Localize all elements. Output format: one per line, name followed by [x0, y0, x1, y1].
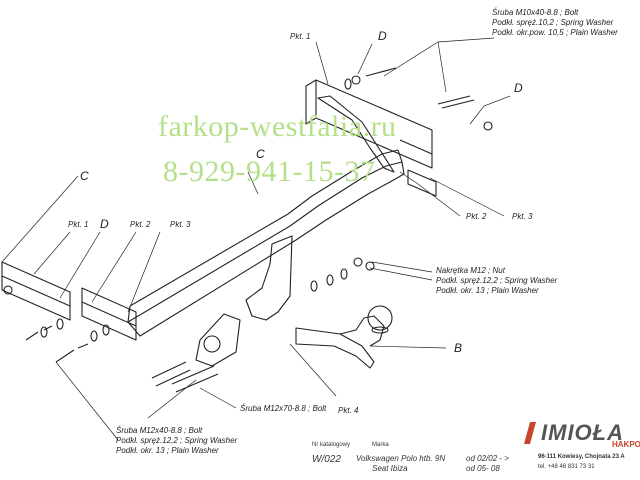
left-bracket-outer	[1, 261, 71, 307]
company-address: 96-111 Kowiesy, Chojnata 23 A	[538, 454, 625, 460]
pkt4-label: Pkt. 4	[338, 406, 359, 415]
nut-line1: Nakrętka M12 ; Nut	[436, 266, 505, 275]
right-arm	[317, 95, 395, 173]
pkt2-left-label: Pkt. 2	[130, 220, 151, 229]
ball-neck	[295, 327, 375, 369]
letter-d-left: D	[100, 217, 109, 231]
top-right-bracket	[315, 79, 433, 169]
brand-header: Marka	[372, 442, 389, 448]
letter-b: B	[454, 341, 463, 355]
pkt3-right-label: Pkt. 3	[512, 212, 533, 221]
pkt2-label: Pkt. 2	[466, 212, 487, 221]
company-suffix: HAKPOL	[612, 440, 640, 449]
model-line2: Seat Ibiza	[372, 464, 408, 473]
watermark-site: farkop-westfalia.ru	[158, 110, 397, 143]
company-name: IMIOŁA	[541, 420, 624, 445]
letter-c-mid: C	[256, 147, 265, 161]
catalog-number: W/022	[312, 454, 341, 465]
bolt-left-line1: Śruba M12x40-8.8 ; Bolt	[116, 426, 203, 435]
pkt1-top-label: Pkt. 1	[290, 32, 311, 41]
nut-line2: Podkł. spręż.12,2 ; Spring Washer	[436, 276, 558, 285]
watermark-phone: 8-929-941-15-37	[163, 155, 376, 188]
pkt1-left-label: Pkt. 1	[68, 220, 89, 229]
bolt-top-line1: Śruba M10x40-8.8 ; Bolt	[492, 8, 579, 17]
left-fasteners	[3, 285, 110, 363]
tow-ball	[367, 305, 393, 331]
company-logo	[524, 422, 536, 444]
crossbar	[127, 161, 405, 337]
socket-plate	[195, 313, 241, 367]
letter-d-top: D	[378, 29, 387, 43]
right-fasteners	[310, 257, 375, 292]
model-line1: Volkswagen Polo htb. 9N	[356, 454, 446, 463]
pkt3-left-label: Pkt. 3	[170, 220, 191, 229]
bolt-mid-label: Śruba M12x70-8.8 ; Bolt	[240, 404, 327, 413]
catalog-header: Nr katalogowy	[312, 442, 351, 448]
company-tel: tel. +48 46 831 73 31	[538, 464, 595, 470]
bolt-top-line3: Podkł. okr.pow. 10,5 ; Plain Washer	[492, 28, 618, 37]
crossbar-top-edge	[129, 149, 399, 307]
years-line2: od 05- 08	[466, 464, 500, 473]
bolt-left-line3: Podkł. okr. 13 ; Plain Washer	[116, 446, 219, 455]
bolt-left-line2: Podkł. spręż.12,2 ; Spring Washer	[116, 436, 238, 445]
years-line1: od 02/02 - >	[466, 454, 509, 463]
letter-c-left: C	[80, 169, 89, 183]
bolt-top-line2: Podkł. spręż.10,2 ; Spring Washer	[492, 18, 614, 27]
mount-plate	[245, 235, 293, 321]
top-fasteners	[344, 67, 493, 131]
letter-d-right: D	[514, 81, 523, 95]
mid-fasteners	[151, 361, 219, 393]
nut-line3: Podkł. okr. 13 ; Plain Washer	[436, 286, 539, 295]
